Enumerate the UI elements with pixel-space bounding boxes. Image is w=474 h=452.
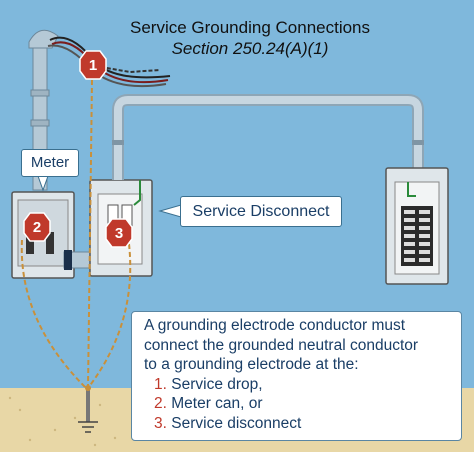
note-item-number: 3. [154, 414, 167, 432]
explanation-note: A grounding electrode conductor must con… [131, 311, 462, 441]
note-item-text: Meter can, or [171, 395, 263, 412]
badge-1-label: 1 [89, 57, 97, 74]
note-line-2: connect the grounded neutral conductor [144, 336, 419, 354]
panel-ground-wire [407, 182, 416, 197]
meter-label: Meter [21, 149, 79, 177]
badge-3: 3 [105, 218, 133, 248]
meter-jaw-right [46, 232, 54, 254]
badge-3-label: 3 [115, 225, 123, 242]
mast-strap [30, 119, 50, 127]
mast-strap-upper [30, 89, 50, 97]
badge-2: 2 [23, 212, 51, 242]
soil-texture [8, 396, 117, 447]
note-item-meter-can: 2. Meter can, or [154, 394, 461, 414]
note-line-3: to a grounding electrode at the: [144, 356, 359, 373]
conduit-coupling-2 [412, 140, 424, 145]
feeder-conduit [112, 94, 424, 180]
service-disconnect-label: Service Disconnect [180, 196, 342, 227]
grounding-electrode-conductors [20, 79, 132, 389]
diagram-title: Service Grounding Connections [129, 18, 371, 37]
note-list: 1. Service drop, 2. Meter can, or 3. Ser… [144, 375, 461, 434]
badge-1: 1 [79, 50, 107, 80]
ground-electrode [86, 386, 90, 422]
meter-jaw-left [26, 232, 34, 254]
feeder-conduit-fill [114, 96, 422, 180]
note-item-service-disconnect: 3. Service disconnect [154, 414, 461, 434]
note-item-service-drop: 1. Service drop, [154, 375, 461, 395]
nipple-locknut [64, 250, 72, 270]
note-line-1: A grounding electrode conductor must [144, 317, 406, 334]
disconnect-callout-pointer [158, 204, 182, 218]
note-item-number: 2. [154, 395, 167, 412]
conduit-coupling [112, 140, 124, 145]
note-item-text: Service drop, [171, 375, 263, 393]
note-item-number: 1. [154, 375, 167, 393]
badge-2-label: 2 [33, 219, 41, 236]
disconnect-ground-wire [133, 180, 141, 206]
diagram-subtitle: Section 250.24(A)(1) [171, 39, 329, 58]
panel-breaker-handles [404, 210, 430, 262]
note-item-text: Service disconnect [171, 414, 302, 432]
ground-symbol [78, 421, 98, 433]
electrode-connection [85, 385, 91, 391]
